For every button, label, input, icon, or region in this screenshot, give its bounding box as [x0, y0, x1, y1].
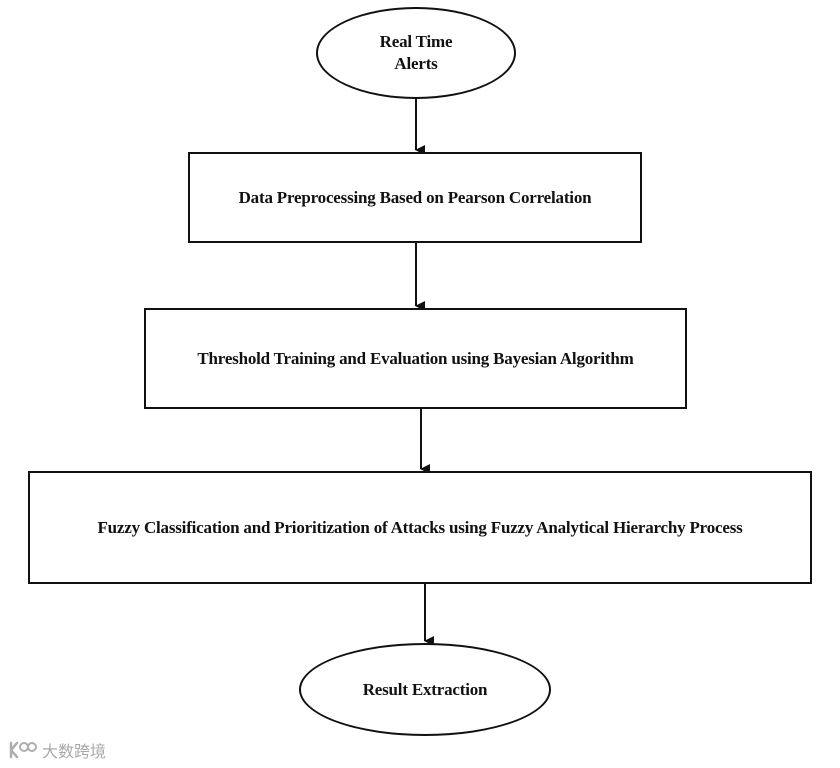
watermark: 大数跨境 — [8, 738, 106, 762]
process-step-preprocessing-label: Data Preprocessing Based on Pearson Corr… — [238, 187, 592, 207]
end-terminal-node: Result Extraction — [299, 643, 551, 736]
process-step-threshold-training-label: Threshold Training and Evaluation using … — [197, 348, 634, 368]
process-step-preprocessing: Data Preprocessing Based on Pearson Corr… — [188, 152, 642, 243]
process-step-fuzzy-classification: Fuzzy Classification and Prioritization … — [28, 471, 812, 584]
brand-logo-icon — [9, 741, 37, 759]
process-step-fuzzy-classification-label: Fuzzy Classification and Prioritization … — [97, 517, 743, 537]
start-terminal-node: Real Time Alerts — [316, 7, 516, 99]
watermark-text: 大数跨境 — [42, 742, 107, 761]
start-terminal-label: Real Time Alerts — [379, 32, 453, 73]
process-step-threshold-training: Threshold Training and Evaluation using … — [144, 308, 687, 409]
end-terminal-label: Result Extraction — [362, 679, 488, 699]
